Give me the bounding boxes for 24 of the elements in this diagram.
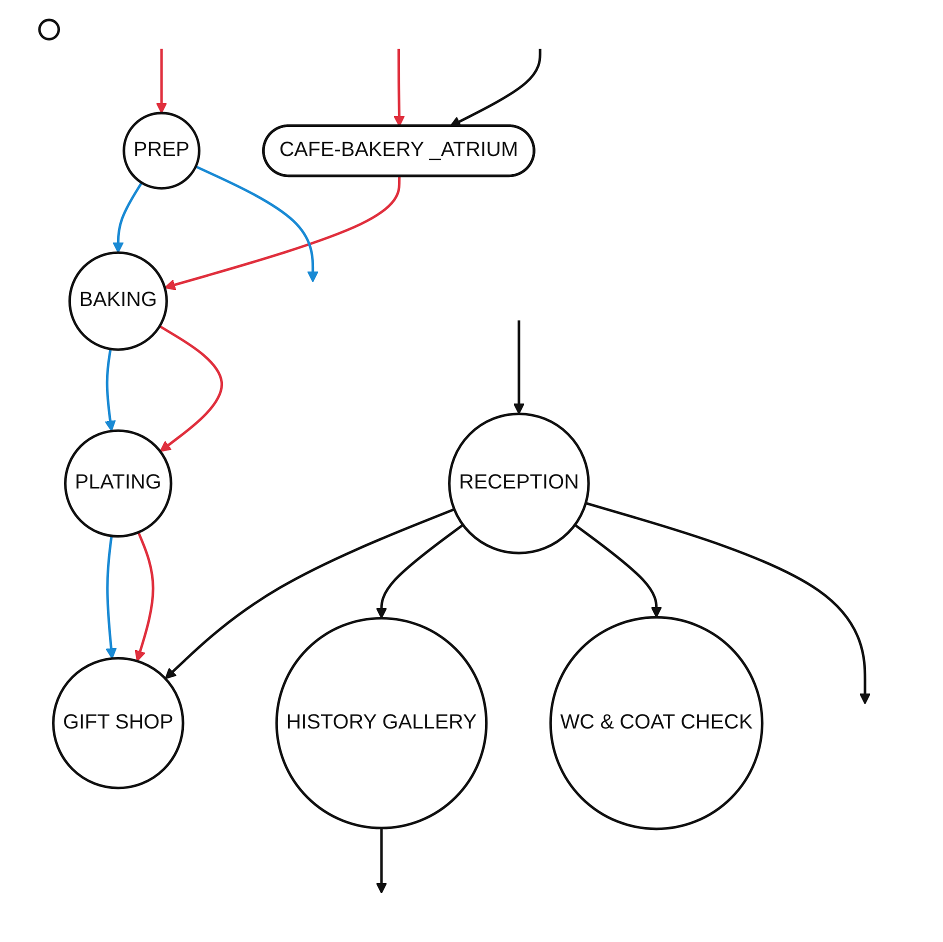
node-circle: PREP	[122, 112, 200, 190]
arrow	[394, 48, 405, 127]
arrow	[164, 176, 401, 290]
node-ellipse	[38, 18, 60, 40]
arrow	[574, 524, 662, 618]
node-circle: WC & COAT CHECK	[549, 616, 764, 830]
arrow	[134, 532, 154, 662]
arrow	[159, 325, 224, 452]
arrow	[112, 182, 143, 254]
arrow	[106, 536, 117, 660]
node-circle: PLATING	[64, 429, 172, 538]
node-circle: RECEPTION	[448, 412, 590, 554]
node-circle: BAKING	[68, 251, 168, 351]
arrow	[156, 48, 168, 114]
arrow	[585, 502, 871, 704]
arrow	[513, 320, 525, 414]
arrow	[450, 48, 542, 127]
node-circle: HISTORY GALLERY	[275, 616, 488, 830]
arrow	[376, 828, 388, 894]
arrow	[164, 508, 455, 680]
node-circle: GIFT SHOP	[52, 656, 184, 790]
arrow	[376, 524, 464, 619]
arrow	[195, 165, 318, 282]
arrow	[104, 348, 116, 432]
